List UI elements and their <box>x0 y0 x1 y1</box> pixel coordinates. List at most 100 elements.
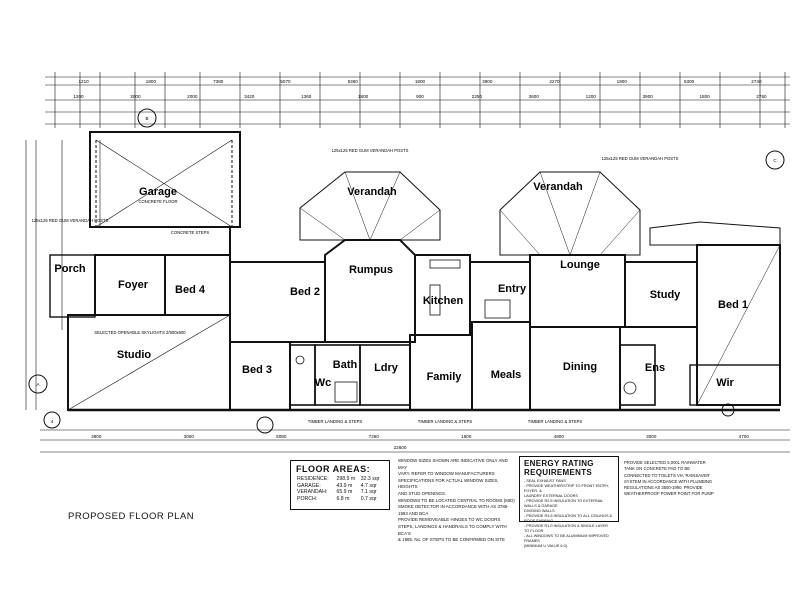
room-label-porch: Porch <box>54 263 85 275</box>
dimension-label: 1200 <box>586 94 597 99</box>
room-label-bed1: Bed 1 <box>718 299 748 311</box>
timber-landing-note-3: TIMBER LANDING & STEPS <box>528 419 583 424</box>
dimension-label: 2760 <box>756 94 767 99</box>
floor-area-sq: 4.7 sqr <box>360 482 377 489</box>
verandah-posts-note-right: 125x125 RED GUM VERANDAH POSTS <box>602 156 679 161</box>
dimension-label: 1800 <box>699 94 710 99</box>
note-line: LAUNDRY EXTERNAL DOORS <box>524 494 578 498</box>
note-line: - PROVIDE WEATHERSTRIP TO FRONT ENTRY, F… <box>524 484 609 493</box>
room-label-ldry: Ldry <box>374 362 399 374</box>
floor-area-m2: 65.9 m <box>336 489 353 496</box>
room-label-verandah-left: Verandah <box>347 186 397 198</box>
timber-landing-note-2: TIMBER LANDING & STEPS <box>418 419 473 424</box>
overall-bottom-dimension: 22600 <box>394 445 407 450</box>
room-label-rumpus: Rumpus <box>349 264 393 276</box>
verandah-posts-note-left: 125x125 RED GUM VERANDAH POSTS <box>332 148 409 153</box>
section-marker-a: A <box>36 382 40 387</box>
window-notes: WINDOW SIZES SHOWN ARE INDICATIVE ONLY A… <box>398 458 516 544</box>
dimension-label: 2270 <box>549 79 560 84</box>
dimension-label: 5070 <box>280 79 291 84</box>
energy-heading: ENERGY RATING REQUIREMENTS <box>524 459 594 477</box>
skylights-note: SELECTED OPENABLE SKYLIGHTS 2/900x600 <box>94 330 186 335</box>
note-line: TANK ON CONCRETE PAD TO BE <box>624 466 691 472</box>
room-label-kitchen: Kitchen <box>423 295 464 307</box>
note-line: SYSTEM IN ACCORDANCE WITH PLUMBING <box>624 478 713 484</box>
floor-area-m2: 43.9 m <box>336 482 353 489</box>
room-label-dining: Dining <box>563 361 597 373</box>
note-line: & 1985. No. OF STEPS TO BE CONFIRMED ON … <box>398 537 505 543</box>
section-marker-c: C <box>773 158 777 163</box>
floor-area-row: PORCH: 6.8 m 0.7 sqr <box>296 496 384 503</box>
note-line: - PROVIDE R2.5 INSULATION TO EXTERNAL WA… <box>524 499 604 508</box>
room-label-garage: Garage <box>139 186 177 198</box>
dimension-label: 4900 <box>554 434 565 439</box>
room-label-bed2: Bed 2 <box>290 286 320 298</box>
dimension-label: 1800 <box>358 94 369 99</box>
note-line: AND STUD OPENINGS. <box>398 490 447 496</box>
room-label-lounge: Lounge <box>560 259 600 271</box>
floor-area-label: GARAGE: <box>297 482 321 489</box>
dimension-label: 1210 <box>78 79 89 84</box>
dimension-label: 5300 <box>684 79 695 84</box>
dimension-label: 5360 <box>348 79 359 84</box>
note-line: - PROVIDE R1.0 INSULATION & SINGLE LAYER… <box>524 524 608 533</box>
note-line: - PROVIDE R3.5 INSULATION TO ALL CEILING… <box>524 514 613 523</box>
section-marker-b: B <box>145 116 148 121</box>
dimension-label: 1200 <box>73 94 84 99</box>
dimension-label: 3000 <box>646 434 657 439</box>
note-line: - SEAL EXHAUST FANS <box>524 479 566 483</box>
dimension-label: 3420 <box>244 94 255 99</box>
dimension-label: 900 <box>416 94 424 99</box>
note-line: PROVIDE REMOVEABLE HINGES TO WC DOORS <box>398 517 501 523</box>
room-label-ens: Ens <box>645 362 665 374</box>
room-label-meals: Meals <box>491 369 522 381</box>
floor-areas-heading: FLOOR AREAS: <box>296 464 371 474</box>
dimension-label: 3900 <box>482 79 493 84</box>
note-line: WINDOWS TO BE LOCATED CENTRAL TO ROOMS (… <box>398 497 515 503</box>
note-line: (MINIMUM U VALUE 6.0) <box>524 544 567 548</box>
note-line: CONNECTED TO TOILETS VIA 'RAINSAVER' <box>624 472 711 478</box>
dimension-label: 3000 <box>184 434 195 439</box>
room-label-bed4: Bed 4 <box>175 284 206 296</box>
dimension-label: 4700 <box>739 434 750 439</box>
note-line: STEPS, LANDINGS & HANDRAILS TO COMPLY WI… <box>398 523 507 536</box>
room-label-verandah-right: Verandah <box>533 181 583 193</box>
floor-area-label: RESIDENCE: <box>297 476 329 482</box>
floor-area-label: PORCH: <box>297 495 318 502</box>
room-label-bath: Bath <box>333 359 358 371</box>
room-label-studio: Studio <box>117 349 151 361</box>
note-line: SPECIFICATIONS FOR ACTUAL WINDOW SIZES, … <box>398 477 499 490</box>
floor-area-m2: 298.9 m <box>336 476 356 482</box>
room-label-wir: Wir <box>716 377 734 389</box>
note-line: VARY. REFER TO WINDOW MANUFACTURERS <box>398 471 495 477</box>
note-line: DIVIDING WALLS <box>524 509 555 513</box>
dimension-label: 3900 <box>643 94 654 99</box>
energy-rating-panel: ENERGY RATING REQUIREMENTS - SEAL EXHAUS… <box>519 456 619 548</box>
dimension-label: 2000 <box>187 94 198 99</box>
floor-area-row: GARAGE: 43.9 m 4.7 sqr <box>296 483 384 490</box>
verandah-posts-note-porch: 125x125 RED GUM VERANDAH POSTS <box>32 218 109 223</box>
section-marker-4: 4 <box>51 419 54 424</box>
dimension-label: 1900 <box>617 79 628 84</box>
dimension-label: 3600 <box>529 94 540 99</box>
note-line: WINDOW SIZES SHOWN ARE INDICATIVE ONLY A… <box>398 458 508 470</box>
room-label-family: Family <box>427 371 463 383</box>
dimension-label: 6080 <box>276 434 287 439</box>
dimension-label: 2250 <box>472 94 483 99</box>
floor-area-sq: 7.1 sqr <box>360 489 377 496</box>
dimension-label: 1800 <box>146 79 157 84</box>
floor-area-m2: 6.8 m <box>336 495 350 502</box>
dimension-label: 7260 <box>369 434 380 439</box>
room-label-foyer: Foyer <box>118 279 149 291</box>
floor-area-sq: 0.7 sqr <box>360 495 377 502</box>
room-label-study: Study <box>650 289 681 301</box>
drawing-title: PROPOSED FLOOR PLAN <box>68 511 195 522</box>
dimension-label: 2740 <box>751 79 762 84</box>
dimension-label: 1800 <box>415 79 426 84</box>
